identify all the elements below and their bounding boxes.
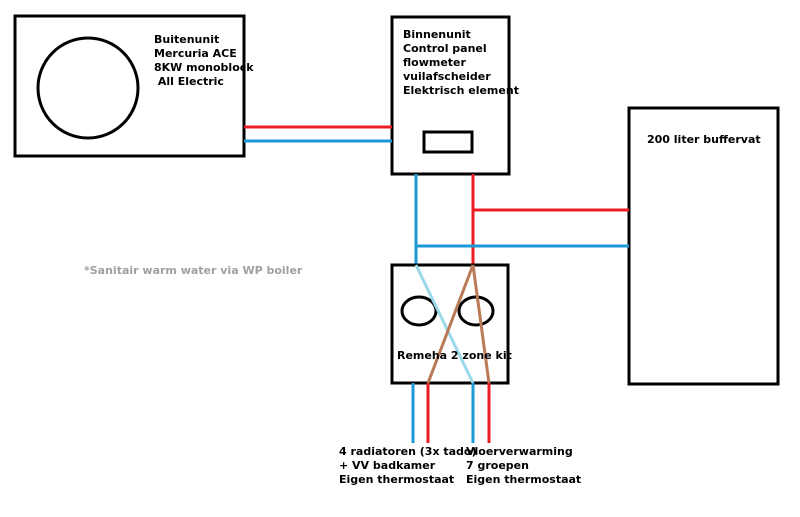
zone-2-line-2: 7 groepen (466, 459, 529, 472)
outdoor-unit-box (13, 14, 246, 158)
zone-kit-supply-line-1 (426, 264, 475, 384)
zone-2-line-3: Eigen thermostaat (466, 473, 581, 486)
zone-2-label: Vloerverwarming 7 groepen Eigen thermost… (466, 445, 581, 486)
indoor-unit: Binnenunit Control panel flowmeter vuila… (390, 15, 519, 176)
outdoor-unit-line-3: 8KW monoblock (154, 61, 254, 74)
zone-1-label: 4 radiatoren (3x tado) + VV badkamer Eig… (339, 445, 477, 486)
outdoor-unit-line-4: All Electric (154, 75, 224, 88)
buffer-tank-box (627, 106, 780, 386)
outdoor-unit-line-2: Mercuria ACE (154, 47, 237, 60)
zone-1-line-1: 4 radiatoren (3x tado) (339, 445, 477, 458)
indoor-unit-line-2: Control panel (403, 42, 487, 55)
sanitary-water-note: *Sanitair warm water via WP boiler (84, 264, 303, 277)
outdoor-unit: Buitenunit Mercuria ACE 8KW monoblock Al… (13, 14, 254, 158)
indoor-unit-line-1: Binnenunit (403, 28, 471, 41)
zone-kit-label: Remeha 2 zone kit (397, 349, 512, 362)
zone-kit: Remeha 2 zone kit (390, 263, 512, 385)
indoor-unit-line-3: flowmeter (403, 56, 467, 69)
buffer-tank-label: 200 liter buffervat (647, 133, 761, 146)
supply-pipe-indoor-buffer (471, 174, 629, 212)
outdoor-unit-fan (36, 36, 140, 140)
zone-kit-pump-1 (400, 295, 438, 327)
zone-1-line-3: Eigen thermostaat (339, 473, 454, 486)
indoor-unit-line-5: Elektrisch element (403, 84, 519, 97)
zone-1-line-2: + VV badkamer (339, 459, 436, 472)
indoor-unit-line-4: vuilafscheider (403, 70, 491, 83)
zone-kit-return-line (414, 264, 475, 384)
zone-kit-supply-line-2 (471, 264, 491, 384)
zone-2-line-1: Vloerverwarming (466, 445, 573, 458)
buffer-tank: 200 liter buffervat (627, 106, 780, 386)
control-panel-display (422, 130, 474, 154)
outdoor-unit-line-1: Buitenunit (154, 33, 219, 46)
